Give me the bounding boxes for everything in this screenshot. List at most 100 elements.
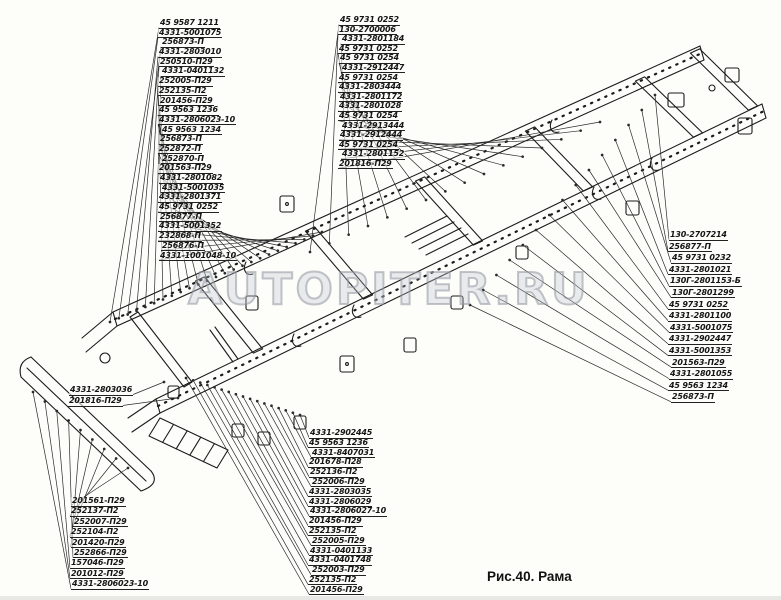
far-rail-line [112, 45, 701, 313]
part-number-callout: 201012-П29 [70, 561, 149, 580]
part-number-callout: 256873-П [161, 29, 237, 48]
crossmember [524, 126, 594, 192]
part-number-callout: 4331-2803444 [338, 74, 405, 93]
part-number: 4331-2806023-10 [158, 114, 237, 126]
part-number: 256876-П [161, 240, 205, 252]
part-number: 252005-П29 [311, 535, 366, 547]
part-number: 45 9731 0252 [338, 43, 399, 55]
part-number-callout: 4331-2913444 [341, 113, 406, 132]
part-number-callout: 256876-П [161, 233, 237, 252]
part-number-callout: 252005-П29 [158, 68, 237, 87]
part-number: 4331-2806027-10 [309, 506, 388, 517]
part-number-callout: 4331-2902447 [668, 326, 742, 345]
part-number: 252007-П29 [73, 516, 128, 528]
part-number-callout: 45 9731 0252 [338, 36, 405, 55]
part-number: 4331-2801371 [158, 192, 223, 203]
part-number: 252135-П2 [308, 525, 358, 537]
part-number-callout: 4331-5001075 [158, 20, 237, 39]
part-number-callout: 201563-П29 [158, 155, 237, 174]
part-number: 45 9731 0252 [668, 299, 729, 311]
bracket [667, 92, 685, 108]
part-number: 45 9731 0252 [339, 15, 400, 26]
part-number-callout: 252135-П2 [158, 78, 237, 97]
part-number-callout: 45 9563 1236 [308, 430, 387, 449]
bracket [279, 195, 295, 213]
part-number-callout: 4331-2801055 [669, 361, 742, 380]
part-number-callout: 4331-2803010 [158, 39, 237, 58]
part-number: 252866-П29 [73, 547, 128, 559]
bracket [403, 337, 417, 353]
tow-hitch [737, 117, 753, 135]
part-number: 201563-П29 [158, 163, 213, 174]
part-number-callout: 4331-2806029 [308, 489, 387, 508]
part-number-callout: 45 9731 0252 [158, 194, 237, 213]
part-number: 4331-2902447 [668, 334, 733, 345]
part-number-callout: 4331-5001035 [161, 175, 237, 194]
part-number: 4331-5001352 [158, 221, 223, 232]
part-number-callout: 201563-П29 [671, 350, 742, 369]
part-number-callout: 4331-2912447 [341, 55, 406, 74]
near-rail-line [155, 103, 763, 400]
part-number-callout: 256877-П [668, 234, 742, 253]
part-number: 4331-2913444 [341, 120, 406, 132]
part-number-callout: 4331-2801082 [159, 165, 237, 184]
part-number-callout: 45 9731 0252 [668, 292, 742, 311]
part-number-callout: 252003-П29 [311, 557, 387, 576]
part-number: 4331-2801184 [341, 34, 406, 45]
part-number-callout: 4331-5001075 [669, 315, 742, 334]
part-number: 4331-2803010 [158, 47, 223, 58]
part-number: 4331-5001075 [669, 322, 734, 334]
part-number-callout: 4331-2806023-10 [71, 571, 150, 590]
part-number-callout: 45 9731 0254 [338, 103, 405, 122]
part-number-callout: 201816-П29 [338, 151, 405, 170]
part-number-callout: 4331-2801100 [668, 303, 742, 322]
crossmember [304, 226, 374, 300]
part-number: 130-2700006 [338, 24, 397, 36]
part-number-callout: 130Г-2801299 [671, 280, 742, 299]
part-number-callout: 4331-2801152 [341, 141, 406, 160]
part-number-callout: 4331-2801021 [668, 257, 742, 276]
part-number: 4331-2801152 [341, 149, 406, 160]
part-number: 256873-П [159, 134, 203, 145]
part-number-callout: 4331-0401133 [309, 538, 387, 557]
part-number: 45 9731 0252 [158, 202, 219, 213]
part-number-callout: 252872-П [158, 136, 237, 155]
part-number-callout: 4331-2801371 [158, 184, 237, 203]
part-number: 201816-П29 [68, 396, 123, 407]
part-number: 130Г-2801153-Б [669, 276, 742, 287]
part-number: 4331-2801100 [668, 311, 733, 322]
part-number: 201012-П29 [70, 568, 125, 580]
part-number-callout: 4331-2806027-10 [309, 498, 388, 517]
part-number-callout: 45 9587 1211 [159, 10, 237, 29]
part-number: 201456-П29 [159, 95, 214, 106]
part-number-callout: 130Г-2801153-Б [669, 268, 742, 287]
part-number-callout: 4331-0401748 [308, 547, 387, 566]
part-number-callout: 201456-П29 [308, 508, 387, 527]
part-number: 45 9731 0254 [338, 72, 399, 84]
part-number-callout: 45 9731 0254 [338, 65, 405, 84]
part-number: 4331-0401748 [308, 555, 373, 566]
part-number: 4331-0401132 [161, 66, 226, 77]
part-number: 4331-2902445 [309, 428, 374, 439]
part-number-callout: 256877-П [159, 204, 237, 223]
part-number-callout: 201456-П29 [309, 577, 387, 596]
part-number: 201816-П29 [338, 158, 393, 170]
part-number-callout: 201561-П29 [71, 488, 149, 507]
part-number: 45 9731 0254 [338, 139, 399, 151]
part-number-callout: 252006-П29 [311, 469, 387, 488]
part-number-callout: 45 9731 0254 [339, 45, 405, 64]
part-number-callout: 4331-2801028 [338, 93, 405, 112]
part-number: 4331-2803036 [69, 385, 134, 396]
part-number-callout: 4331-2801172 [339, 84, 405, 103]
part-number: 201563-П29 [671, 357, 726, 369]
part-number: 256877-П [668, 241, 712, 253]
part-number: 252005-П29 [158, 76, 213, 87]
part-number-callout: 252135-П2 [308, 518, 387, 537]
part-number: 4331-2912444 [339, 130, 404, 141]
part-number: 4331-2806023-10 [71, 579, 150, 590]
rear-crossmember [689, 48, 759, 111]
